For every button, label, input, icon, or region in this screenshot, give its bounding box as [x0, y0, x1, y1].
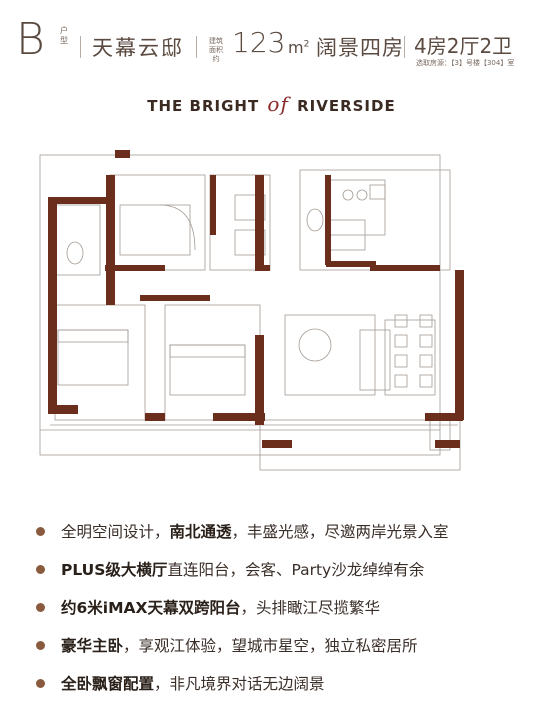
- brand-text-of: of: [267, 92, 289, 116]
- series-name: 天幕云邸: [92, 36, 184, 60]
- room-layout: 4房2厅2卫: [414, 34, 513, 58]
- feature-list: 全明空间设计，南北通透，丰盛光感，尽邀两岸光景入室 PLUS级大横厅直连阳台，会…: [36, 512, 526, 702]
- floor-plan: [39, 150, 464, 471]
- area-value: 123: [232, 26, 286, 59]
- feature-item: 全卧飘窗配置，非凡境界对话无边阔景: [36, 664, 526, 702]
- feature-text: 直连阳台，会客、Party沙龙绰绰有余: [167, 561, 425, 579]
- feature-highlight: 全卧飘窗配置: [61, 675, 155, 693]
- feature-highlight: PLUS级大横厅: [61, 561, 168, 579]
- feature-text: ，享观江体验，望城市星空，独立私密居所: [123, 637, 418, 655]
- brand-logo: THE BRIGHT of RIVERSIDE: [0, 92, 543, 116]
- unit-type-label: 户型: [60, 26, 68, 45]
- bullet-icon: [36, 564, 45, 574]
- feature-highlight: 豪华主卧: [61, 637, 124, 655]
- divider: [80, 36, 81, 58]
- feature-highlight: 南北通透: [169, 523, 232, 541]
- sample-unit-info: 选取房源：【3】号楼【304】室: [416, 59, 515, 67]
- feature-text: 全明空间设计，: [61, 523, 170, 541]
- divider: [404, 36, 405, 58]
- feature-text-rest: ，丰盛光感，尽邀两岸光景入室: [231, 523, 449, 541]
- bullet-icon: [36, 602, 45, 612]
- divider: [196, 36, 197, 58]
- brand-text-2: RIVERSIDE: [297, 97, 396, 115]
- feature-item: PLUS级大横厅直连阳台，会客、Party沙龙绰绰有余: [36, 550, 526, 588]
- feature-highlight: 约6米iMAX天幕双跨阳台: [61, 599, 241, 617]
- bullet-icon: [36, 640, 45, 650]
- area-description: 阔景四房: [316, 36, 404, 60]
- area-label: 建筑面积约: [209, 37, 223, 63]
- area-unit-text: m: [288, 38, 304, 57]
- feature-item: 约6米iMAX天幕双跨阳台，头排瞰江尽揽繁华: [36, 588, 526, 626]
- header: B 户型 天幕云邸 建筑面积约 123 m2 阔景四房 4房2厅2卫 选取房源：…: [0, 0, 543, 80]
- feature-item: 全明空间设计，南北通透，丰盛光感，尽邀两岸光景入室: [36, 512, 526, 550]
- area-unit-sup: 2: [303, 39, 310, 50]
- bullet-icon: [36, 526, 45, 536]
- unit-type-letter: B: [16, 14, 45, 65]
- bullet-icon: [36, 678, 45, 688]
- feature-item: 豪华主卧，享观江体验，望城市星空，独立私密居所: [36, 626, 526, 664]
- feature-text: ，非凡境界对话无边阔景: [154, 675, 325, 693]
- brand-text-1: THE BRIGHT: [147, 97, 266, 115]
- area-unit: m2: [288, 38, 309, 57]
- feature-text: ，头排瞰江尽揽繁华: [240, 599, 380, 617]
